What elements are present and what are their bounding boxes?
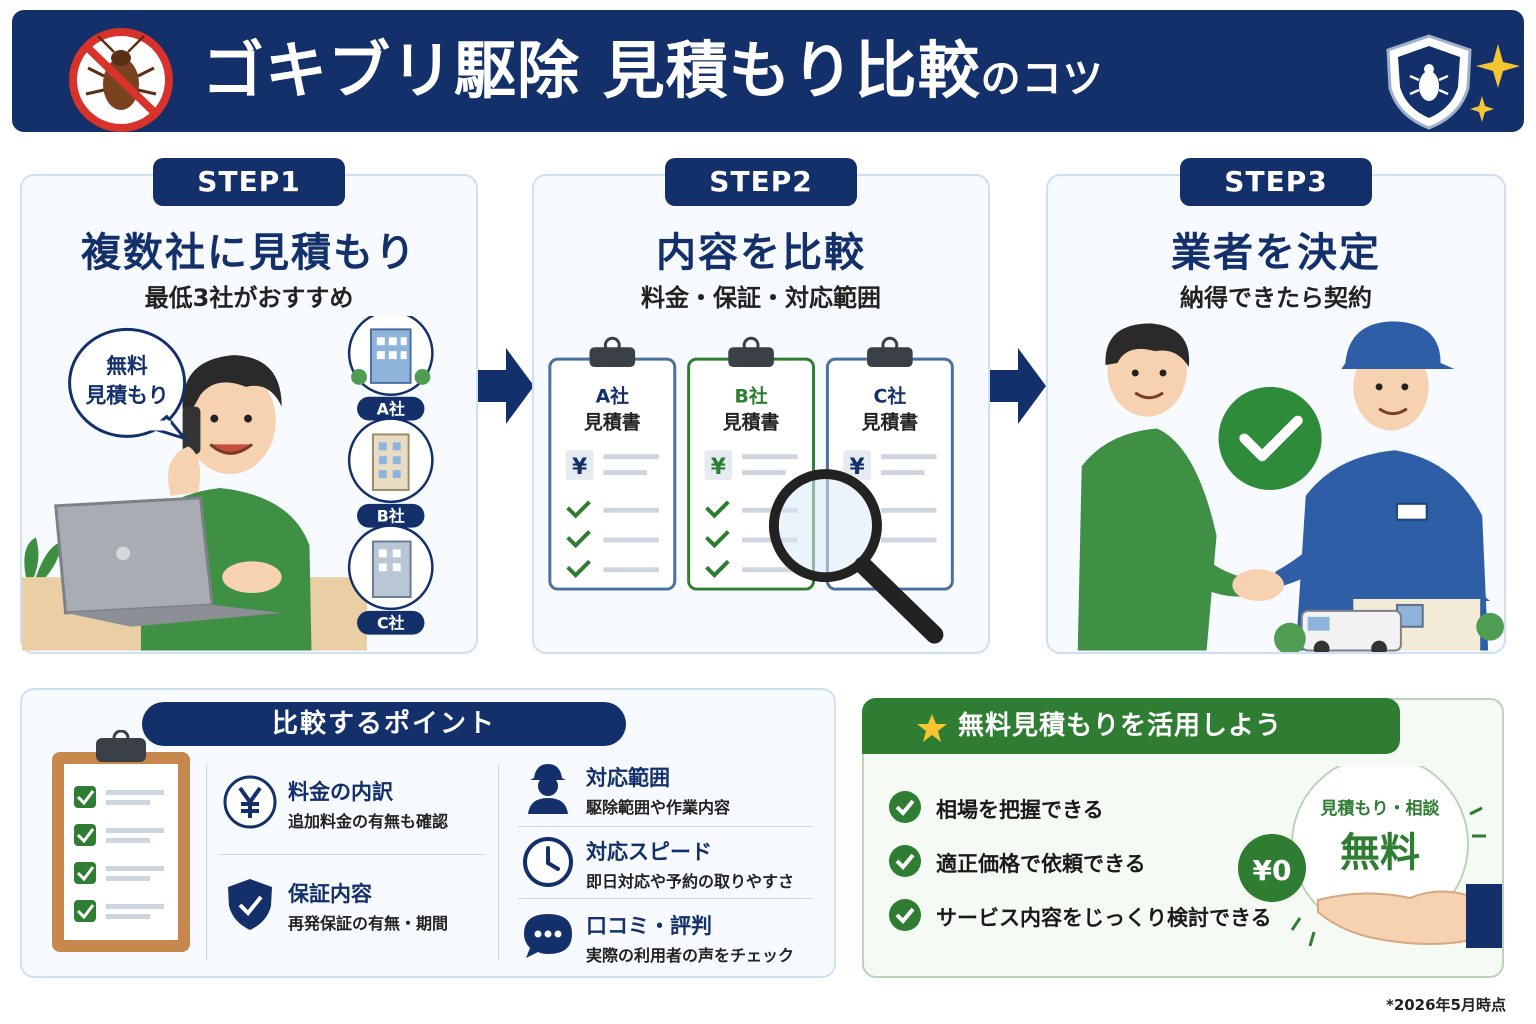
benefit-text: 相場を把握できる (936, 798, 1104, 822)
bubble-line1: 無料 (106, 354, 148, 378)
step1-panel: STEP1 複数社に見積もり 最低3社がおすすめ 無料 見積もり (20, 158, 478, 654)
yen-icon: ¥ (850, 455, 865, 480)
point-reviews-desc: 実際の利用者の声をチェック (586, 946, 795, 965)
quote-a-doc: 見積書 (584, 410, 641, 433)
step1-subtitle: 最低3社がおすすめ (144, 284, 354, 312)
column-divider (206, 764, 207, 960)
row-divider (220, 854, 484, 855)
check-circle-icon (889, 899, 921, 931)
point-price-desc: 追加料金の有無も確認 (288, 812, 449, 831)
yen-icon: ¥ (711, 455, 726, 480)
point-warranty-desc: 再発保証の有無・期間 (288, 914, 449, 933)
step2-panel: STEP2 内容を比較 料金・保証・対応範囲 A社 見積書 ¥ B社 見積書 ¥ (532, 158, 990, 654)
benefit-text: サービス内容をじっくり検討できる (936, 906, 1272, 930)
comparison-panel: 比較するポイント 料金の内訳 追加料金の有無も確認 保証内容 再発保証の有無・期… (20, 688, 836, 978)
page-title: ゴキブリ駆除 見積もり比較のコツ (202, 28, 1382, 122)
badge-main: 無料 (1340, 830, 1420, 876)
bubble-line2: 見積もり (84, 384, 168, 408)
free-quote-panel: 無料見積もりを活用しよう 相場を把握できる 適正価格で依頼できる サービス内容を… (862, 698, 1504, 978)
step1-illustration: 無料 見積もり A社 B社 C社 (22, 316, 434, 651)
company-c-building: C社 (347, 524, 434, 635)
check-circle-icon (889, 845, 921, 877)
shield-check-icon (228, 879, 272, 930)
step2-tag: STEP2 (665, 158, 857, 206)
point-warranty-title: 保証内容 (288, 882, 372, 906)
step3-tag: STEP3 (1180, 158, 1372, 206)
quote-b-doc: 見積書 (723, 410, 780, 433)
comparison-heading: 比較するポイント (142, 702, 626, 746)
yen-icon: ¥ (572, 455, 587, 480)
point-reviews-title: 口コミ・評判 (586, 914, 712, 938)
header-banner: ゴキブリ駆除 見積もり比較のコツ (12, 10, 1524, 132)
badge-top: 見積もり・相談 (1320, 798, 1441, 819)
sparkle-icon (1470, 44, 1520, 122)
quote-c-doc: 見積書 (862, 410, 919, 433)
point-scope-desc: 駆除範囲や作業内容 (586, 798, 731, 817)
title-main: ゴキブリ駆除 見積もり比較 (202, 34, 981, 107)
step2-title: 内容を比較 (656, 230, 866, 276)
title-suffix: のコツ (980, 56, 1104, 102)
company-b-building: B社 (347, 417, 434, 528)
step1-title: 複数社に見積もり (81, 230, 417, 276)
step3-subtitle: 納得できたら契約 (1180, 284, 1372, 312)
no-cockroach-icon (69, 28, 173, 132)
yen-icon (223, 775, 277, 829)
worker-icon (528, 764, 568, 814)
step3-panel: STEP3 業者を決定 納得できたら契約 (1046, 158, 1506, 654)
free-quote-illustration: 見積もり・相談 無料 ¥0 (1238, 766, 1502, 948)
column-divider (498, 764, 499, 960)
benefit-text: 適正価格で依頼できる (936, 852, 1146, 876)
company-c-label: C社 (377, 614, 405, 633)
quote-clipboard-a: A社 見積書 ¥ (548, 336, 677, 591)
checklist-clipboard-icon (52, 730, 190, 952)
quote-a-company: A社 (596, 385, 630, 408)
point-speed-desc: 即日対応や予約の取りやすさ (586, 872, 795, 891)
arrow-right-icon (990, 348, 1046, 424)
step2-illustration: A社 見積書 ¥ B社 見積書 ¥ C社 見積書 (548, 336, 954, 644)
row-divider (518, 898, 812, 899)
arrow-right-icon (478, 348, 534, 424)
chat-icon (524, 914, 572, 958)
coin-label: ¥0 (1253, 854, 1292, 887)
star-icon (917, 714, 947, 742)
point-price-title: 料金の内訳 (288, 780, 393, 804)
clock-icon (523, 837, 573, 887)
quote-b-company: B社 (734, 385, 767, 408)
magnifier-icon (768, 469, 944, 644)
step1-tag: STEP1 (153, 158, 345, 206)
step3-title: 業者を決定 (1171, 230, 1381, 276)
company-b-label: B社 (377, 507, 405, 526)
point-scope-title: 対応範囲 (586, 766, 670, 790)
step3-illustration (1077, 321, 1504, 652)
quote-c-company: C社 (874, 385, 907, 408)
footnote: *2026年5月時点 (1385, 996, 1506, 1014)
shield-bug-icon (1386, 34, 1472, 130)
step2-subtitle: 料金・保証・対応範囲 (641, 284, 881, 312)
point-speed-title: 対応スピード (586, 840, 712, 864)
check-circle-icon (889, 791, 921, 823)
company-a-label: A社 (377, 400, 405, 419)
row-divider (518, 826, 812, 827)
free-quote-heading: 無料見積もりを活用しよう (862, 698, 1400, 754)
company-a-building: A社 (347, 316, 434, 421)
